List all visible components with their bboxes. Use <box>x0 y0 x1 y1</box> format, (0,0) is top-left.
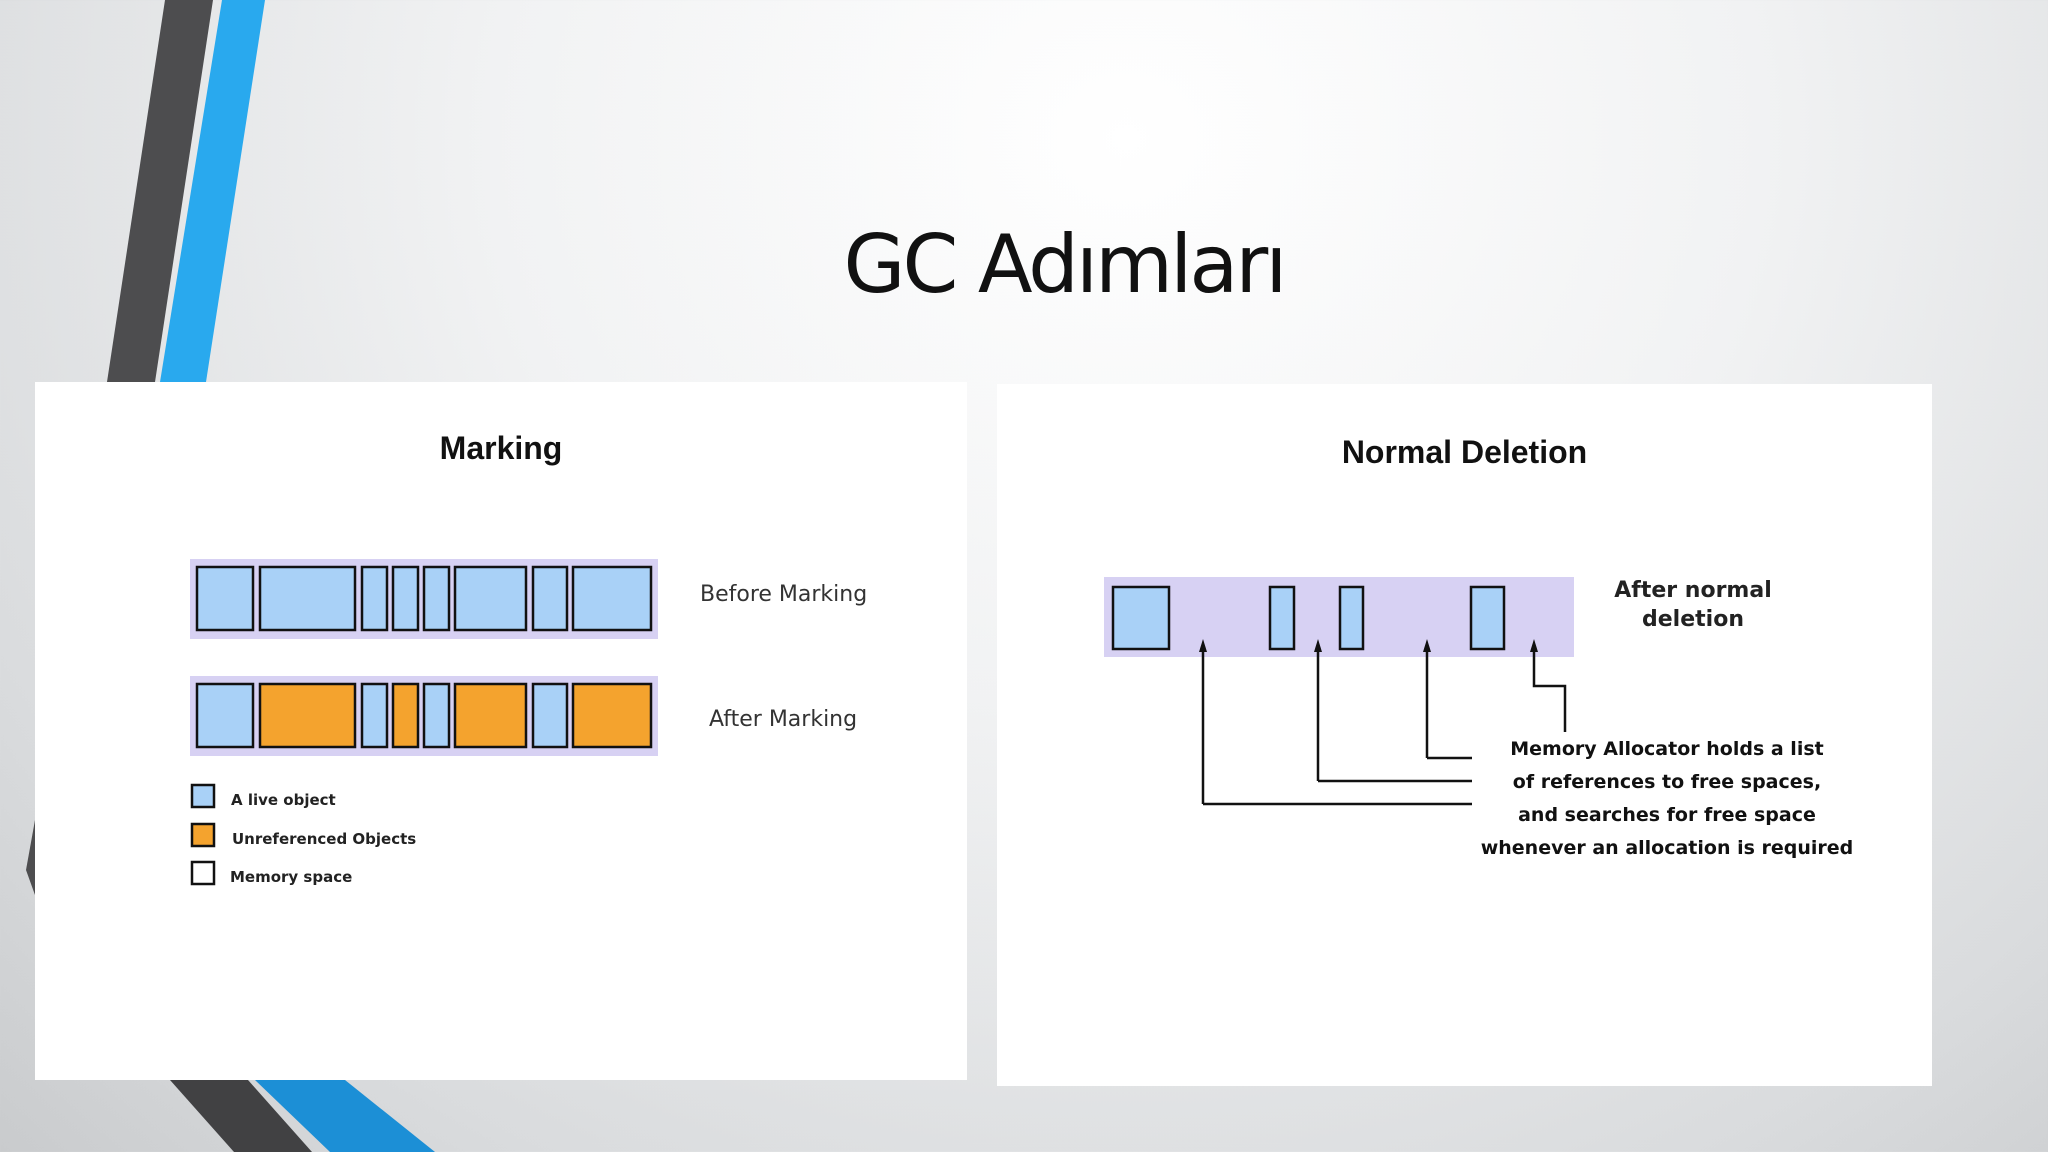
legend-swatch-live <box>190 783 216 809</box>
before-row-block-live <box>571 565 653 632</box>
after-row-block-unreferenced <box>453 682 528 749</box>
legend-swatch-memory <box>190 860 216 886</box>
deletion-diagram <box>1104 577 1574 806</box>
before-row-block-live <box>453 565 528 632</box>
note-line-2: of references to free spaces, <box>1512 771 1822 793</box>
slide-title: GC Adımları <box>843 218 1288 311</box>
after-row-block-live <box>422 682 451 749</box>
legend-label-live: A live object <box>231 791 336 809</box>
before-row-block-live <box>422 565 451 632</box>
free-space-pointer <box>1532 648 1567 732</box>
after-normal-line-2: deletion <box>1642 607 1744 632</box>
after-normal-line-1: After normal <box>1614 578 1772 603</box>
note-line-3: and searches for free space <box>1518 804 1816 826</box>
before-row-block-live <box>195 565 255 632</box>
blue-stripe-top <box>160 0 265 382</box>
dark-stripe-top <box>107 0 213 382</box>
legend-swatch-unreferenced <box>190 822 216 848</box>
after-row-block-live <box>531 682 569 749</box>
dark-stripe-left <box>26 820 35 895</box>
blue-stripe-bottom <box>255 1080 435 1152</box>
live-object-block <box>1268 585 1296 651</box>
marking-diagram <box>190 559 658 886</box>
after-normal-deletion-label: After normal deletion <box>1593 576 1793 634</box>
live-object-block <box>1111 585 1171 651</box>
after-row-block-live <box>360 682 389 749</box>
note-line-4: whenever an allocation is required <box>1480 837 1854 859</box>
after-row-block-unreferenced <box>571 682 653 749</box>
marking-title: Marking <box>439 430 563 466</box>
deletion-panel: Normal Deletion After normal deletion Me… <box>997 384 1932 1086</box>
pointer-arrowhead <box>1423 639 1431 652</box>
legend-label-memory: Memory space <box>230 868 353 886</box>
legend-label-unreferenced: Unreferenced Objects <box>232 830 417 848</box>
after-marking-label: After Marking <box>709 707 858 732</box>
deletion-title: Normal Deletion <box>1341 434 1588 470</box>
marking-panel: Marking Before Marking After Marking A l… <box>35 382 967 1080</box>
before-marking-label: Before Marking <box>700 582 868 607</box>
pointer-arrowhead <box>1314 639 1322 652</box>
after-row-block-live <box>195 682 255 749</box>
before-row-block-live <box>531 565 569 632</box>
before-row-block-live <box>360 565 389 632</box>
before-row-block-live <box>258 565 357 632</box>
pointer-arrowhead <box>1199 639 1207 652</box>
before-row-block-live <box>391 565 420 632</box>
note-line-1: Memory Allocator holds a list <box>1510 738 1824 760</box>
memory-allocator-note: Memory Allocator holds a list of referen… <box>1467 733 1867 865</box>
live-object-block <box>1338 585 1365 651</box>
dark-stripe-bottom <box>170 1080 312 1152</box>
pointer-arrowhead <box>1530 639 1538 652</box>
live-object-block <box>1469 585 1506 651</box>
after-row-block-unreferenced <box>391 682 420 749</box>
after-row-block-unreferenced <box>258 682 357 749</box>
